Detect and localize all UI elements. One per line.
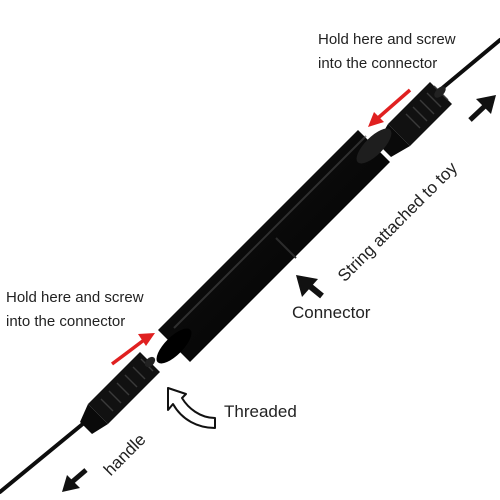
red-arrow-bottom [110, 333, 155, 366]
bottom-instruction: Hold here and screw into the connector [6, 286, 144, 334]
handle-rod-bottom [0, 416, 92, 494]
string-rod-top [438, 38, 500, 92]
curved-outline-arrow-icon [167, 387, 216, 429]
top-threaded-end [377, 82, 452, 157]
black-arrow-string [468, 95, 496, 122]
threaded-label: Threaded [224, 402, 297, 421]
bottom-instruction-line1: Hold here and screw [6, 289, 144, 306]
bottom-threaded-end [80, 352, 160, 434]
connector-label: Connector [292, 303, 371, 322]
connector-tube [156, 128, 392, 364]
bottom-instruction-line2: into the connector [6, 313, 126, 330]
black-arrow-connector [296, 275, 324, 299]
top-instruction-line2: into the connector [318, 55, 438, 72]
top-instruction: Hold here and screw into the connector [318, 28, 456, 76]
black-arrow-handle [62, 468, 88, 492]
top-instruction-line1: Hold here and screw [318, 31, 456, 48]
red-arrow-top [368, 88, 412, 127]
